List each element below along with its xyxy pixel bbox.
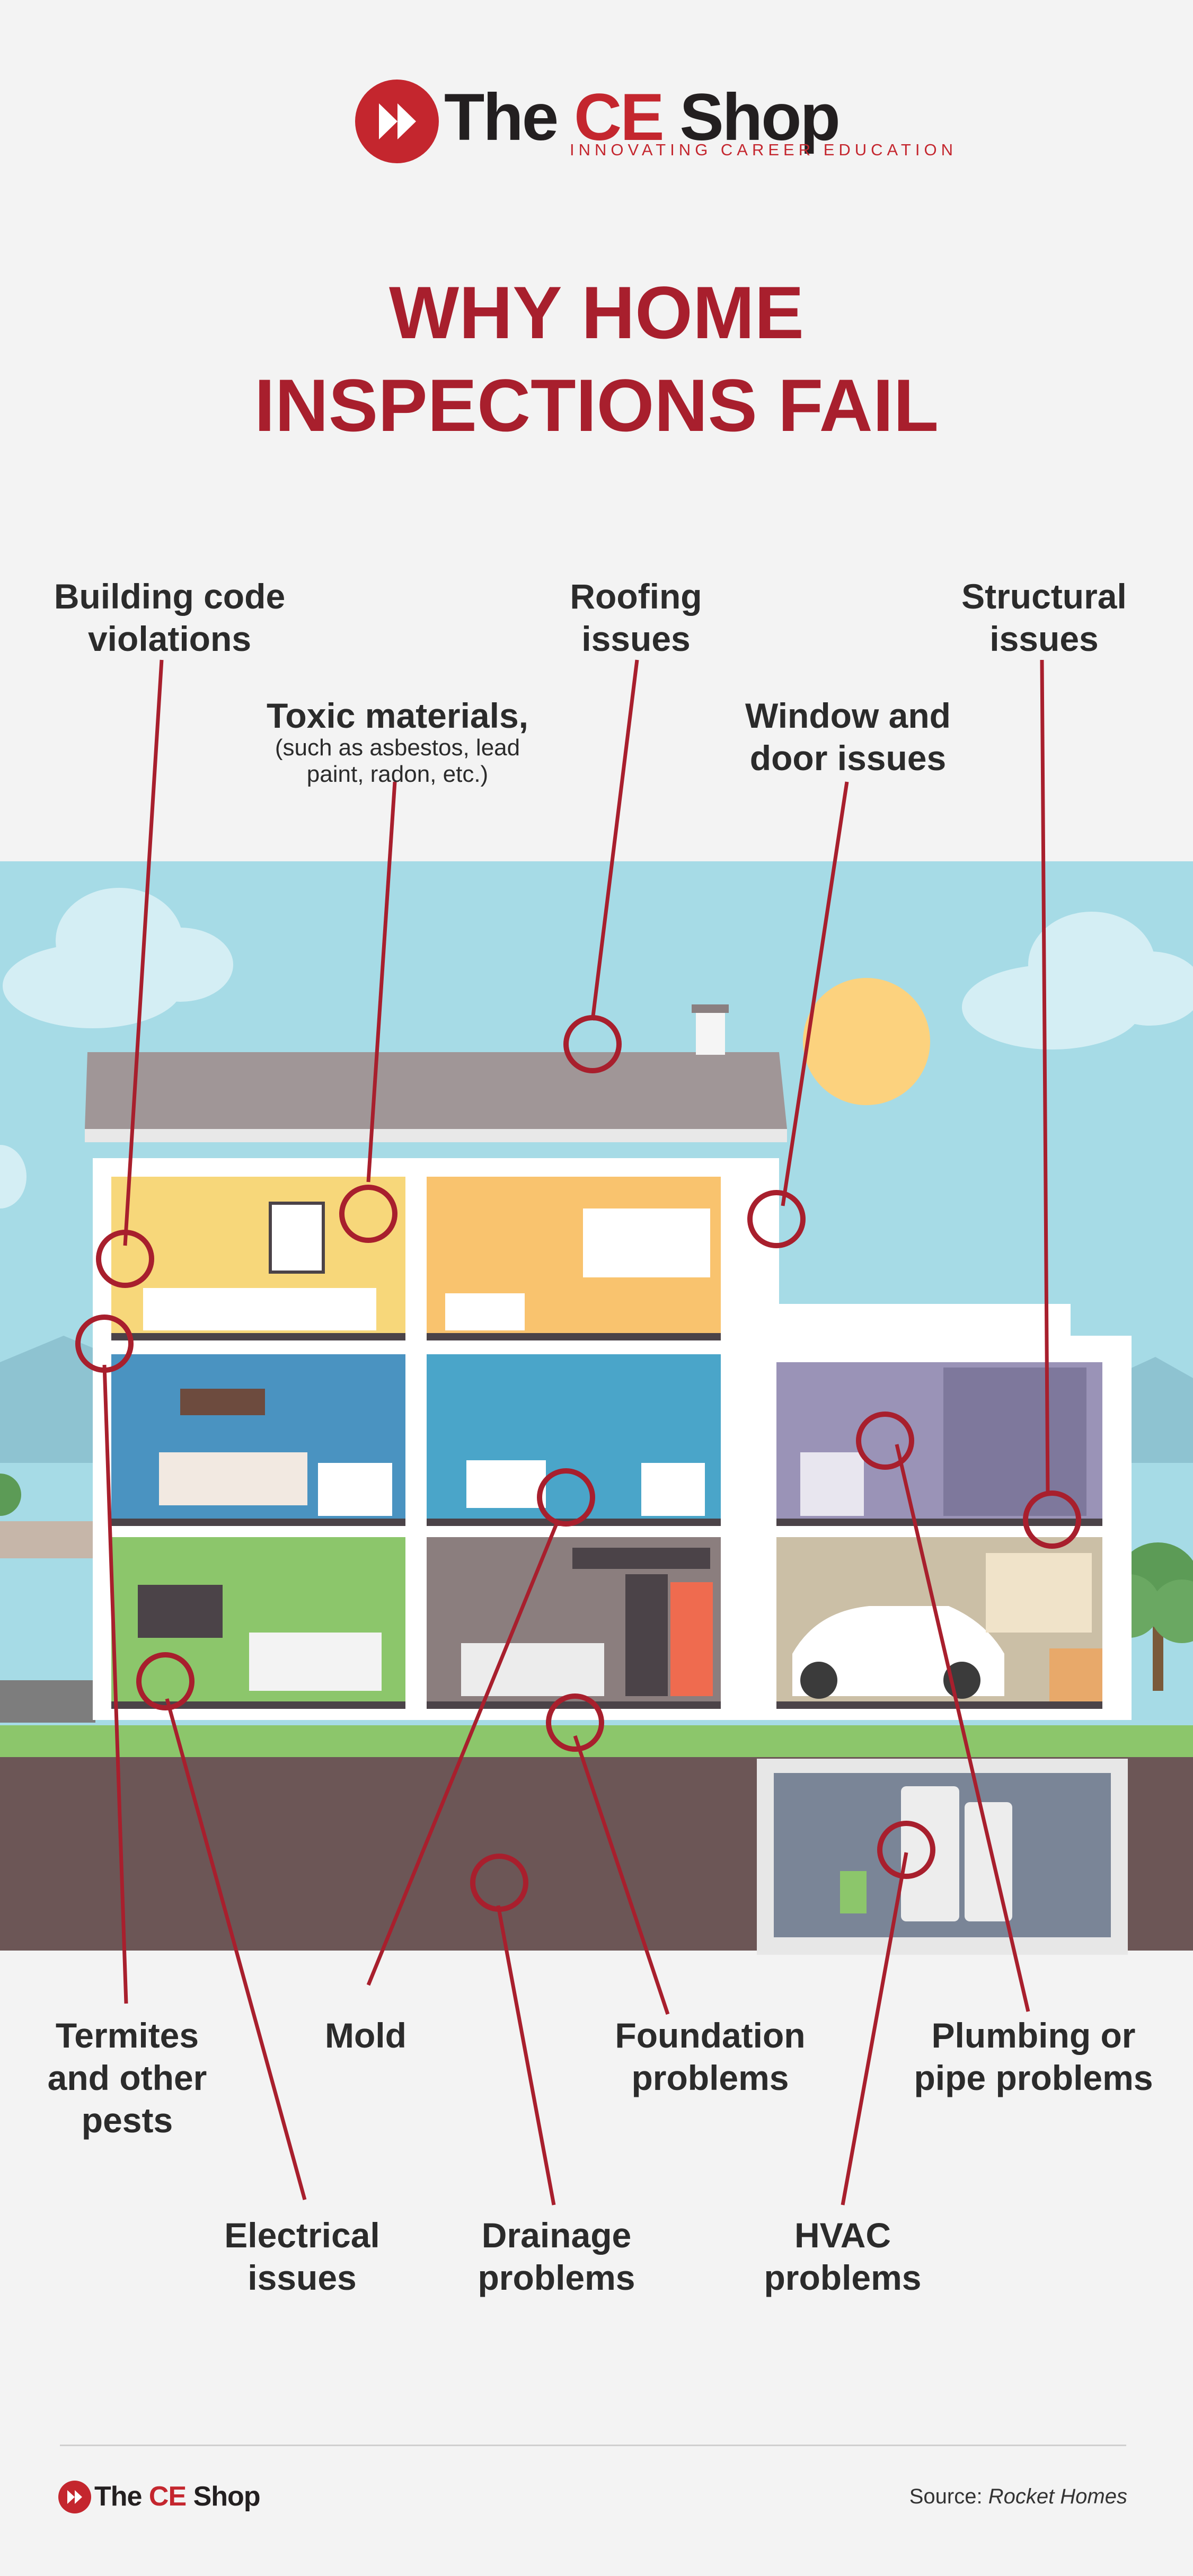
label-line: Electrical <box>224 2216 380 2255</box>
label-drainage: Drainage problems <box>450 2214 662 2299</box>
label-toxic-sub2: paint, radon, etc.) <box>306 761 489 787</box>
label-line: Structural <box>961 577 1127 616</box>
expansion-tank <box>840 1871 867 1913</box>
chimney <box>696 1007 725 1055</box>
logo-wordmark: The CE Shop <box>444 81 841 154</box>
tree-icon <box>0 1474 21 1516</box>
page-title-line1: WHY HOME <box>389 271 804 354</box>
label-line: Foundation <box>615 2016 806 2055</box>
callout-lines <box>102 659 1050 2206</box>
label-line: violations <box>87 619 252 658</box>
logo-tagline: INNOVATING CAREER EDUCATION <box>570 140 957 159</box>
label-line: problems <box>764 2258 922 2297</box>
label-line: Roofing <box>570 577 702 616</box>
label-line: door issues <box>749 738 947 778</box>
label-plumbing: Plumbing or pipe problems <box>901 2014 1166 2099</box>
patio-roof <box>0 1521 95 1558</box>
callout-markers <box>75 1015 1081 1912</box>
label-toxic-materials: Toxic materials, <box>249 694 546 737</box>
page-title-line2: INSPECTIONS FAIL <box>254 364 939 447</box>
logo-icon <box>355 80 439 163</box>
furnace <box>965 1802 1012 1921</box>
roof <box>85 1052 787 1129</box>
label-line: problems <box>478 2258 635 2297</box>
label-roofing: Roofing issues <box>530 575 742 660</box>
label-foundation: Foundation problems <box>594 2014 827 2099</box>
wing-roof <box>771 1304 1071 1336</box>
label-line: pipe problems <box>914 2058 1153 2097</box>
furniture <box>138 1202 1102 1701</box>
label-window-door: Window and door issues <box>721 694 975 779</box>
label-line: problems <box>631 2058 789 2097</box>
label-line: Window and <box>745 696 951 735</box>
label-line: pests <box>81 2101 173 2140</box>
label-line: HVAC <box>794 2216 891 2255</box>
label-line: and other <box>47 2058 207 2097</box>
label-line: Drainage <box>481 2216 632 2255</box>
footer-logo-wordmark: The CE Shop <box>94 2481 261 2512</box>
label-line: Termites <box>55 2016 199 2055</box>
label-structural: Structural issues <box>933 575 1155 660</box>
label-line: issues <box>248 2258 357 2297</box>
footer-logo-icon <box>58 2481 91 2513</box>
label-mold: Mold <box>286 2014 445 2057</box>
footer-divider <box>60 2445 1126 2446</box>
label-toxic-sub1: (such as asbestos, lead <box>275 735 520 761</box>
cloud-icon <box>0 1145 26 1208</box>
label-line: issues <box>581 619 691 658</box>
patio-floor <box>0 1680 95 1723</box>
sun-icon <box>803 978 930 1105</box>
cloud-icon <box>3 888 233 1028</box>
cloud-icon <box>962 912 1193 1049</box>
label-termites: Termites and other pests <box>21 2014 233 2141</box>
label-line: Plumbing or <box>931 2016 1136 2055</box>
label-line: issues <box>989 619 1099 658</box>
label-hvac: HVAC problems <box>737 2214 949 2299</box>
label-electrical: Electrical issues <box>196 2214 408 2299</box>
label-line: Building code <box>54 577 286 616</box>
label-line: Toxic materials, <box>266 696 528 735</box>
source-credit: Source: Rocket Homes <box>909 2485 1127 2508</box>
label-building-code: Building code violations <box>32 575 307 660</box>
label-line: Mold <box>325 2016 406 2055</box>
